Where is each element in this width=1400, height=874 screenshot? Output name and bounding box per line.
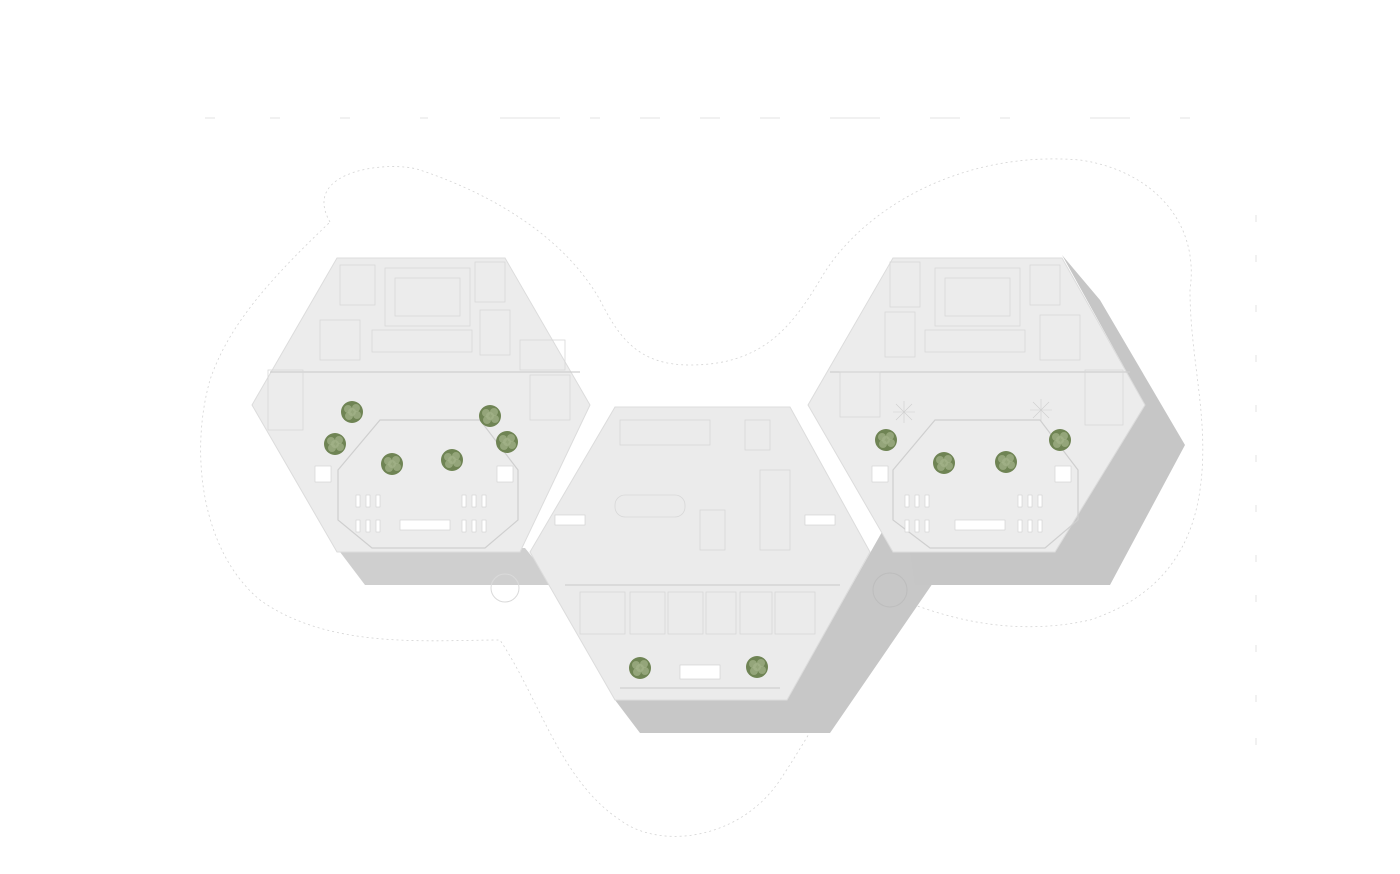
tree-icon bbox=[1049, 429, 1071, 451]
tree-icon bbox=[479, 405, 501, 427]
tree-icon bbox=[441, 449, 463, 471]
tree-icon bbox=[746, 656, 768, 678]
east-hexagon-shadow bbox=[910, 255, 1185, 585]
tree-icon bbox=[341, 401, 363, 423]
west-hexagon bbox=[251, 257, 591, 553]
east-hexagon bbox=[807, 257, 1146, 553]
round-feature bbox=[872, 572, 908, 608]
tree-icon bbox=[496, 431, 518, 453]
tree-icon bbox=[933, 452, 955, 474]
building-shadows bbox=[337, 255, 1185, 733]
tree-icon bbox=[629, 657, 651, 679]
sunburst-pattern bbox=[893, 399, 1052, 423]
courtyard-outline bbox=[337, 419, 519, 549]
tree-icon bbox=[381, 453, 403, 475]
south-hexagon-shadow bbox=[615, 500, 935, 733]
west-hexagon-shadow bbox=[337, 548, 555, 585]
site-boundary-outline bbox=[200, 158, 1204, 837]
round-feature bbox=[490, 573, 520, 603]
trees bbox=[324, 401, 1071, 679]
hexagon-shape bbox=[529, 406, 871, 701]
tree-icon bbox=[324, 433, 346, 455]
tree-icon bbox=[995, 451, 1017, 473]
tree-icon bbox=[875, 429, 897, 451]
south-hexagon bbox=[529, 406, 871, 701]
